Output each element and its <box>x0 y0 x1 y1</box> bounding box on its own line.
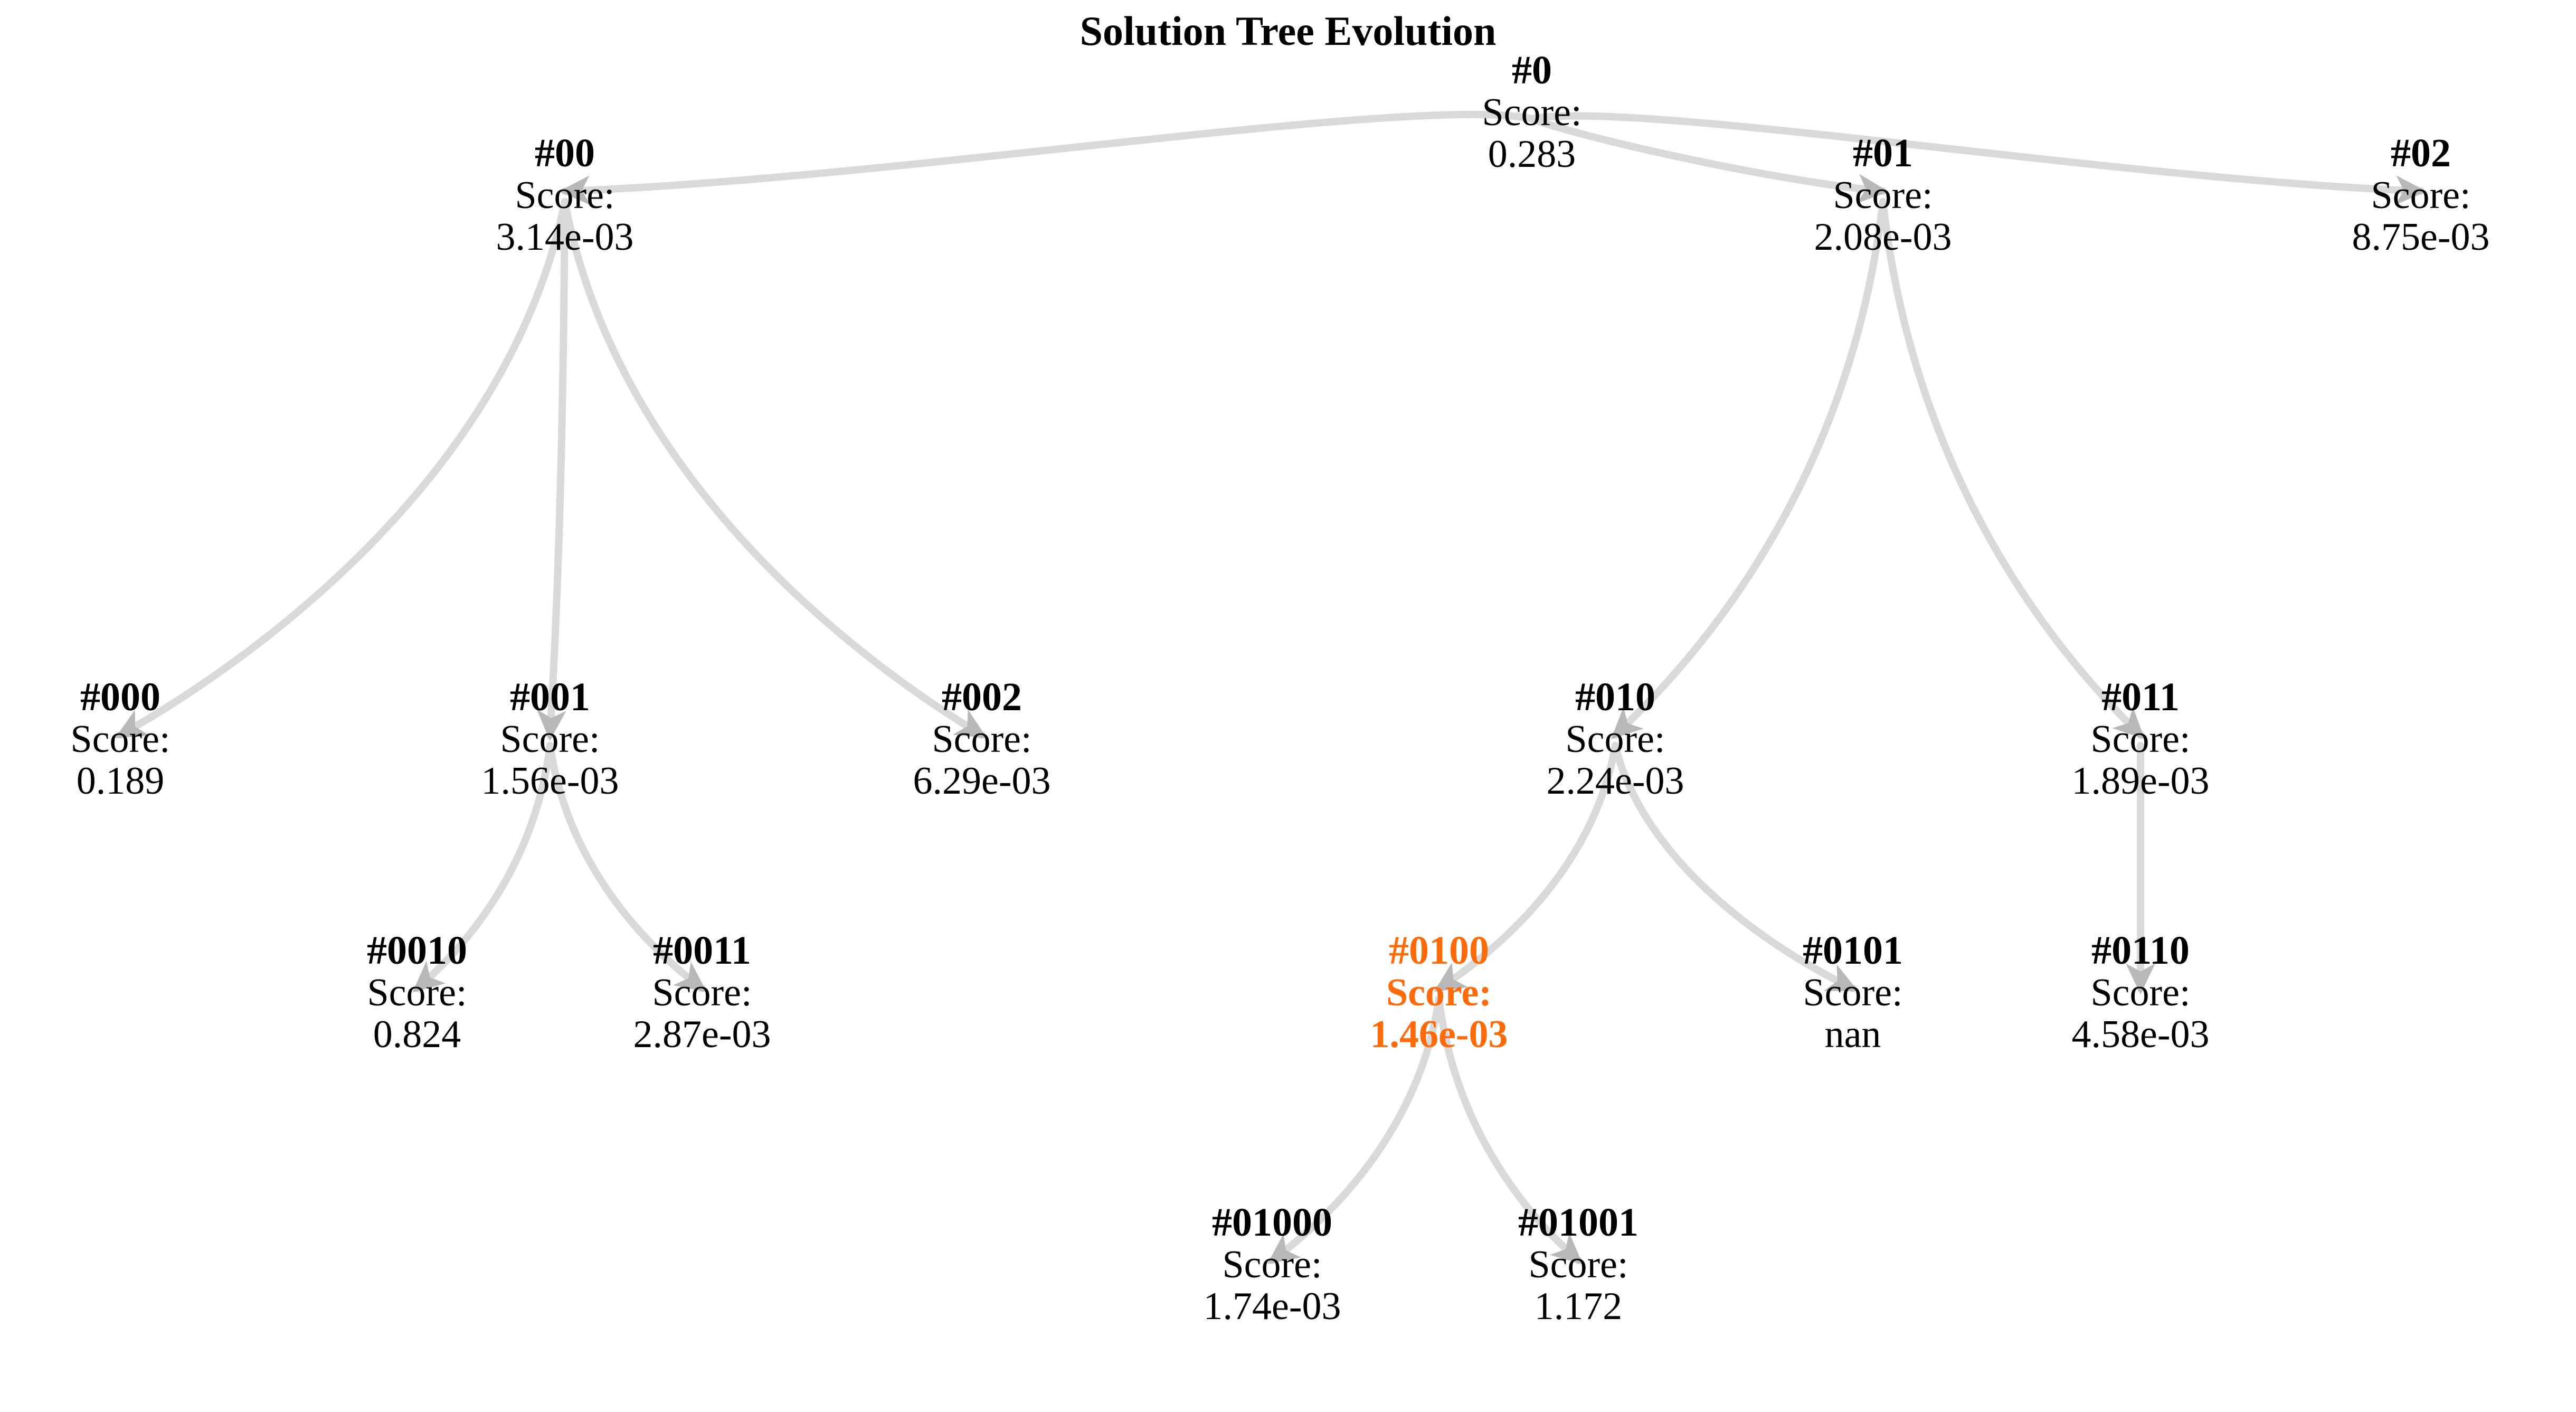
node-score-value: 1.89e-03 <box>2071 759 2210 803</box>
tree-edge <box>536 198 569 741</box>
tree-edge <box>412 742 554 993</box>
tree-edge <box>1879 198 2145 739</box>
node-score-label: Score: <box>1833 174 1933 218</box>
node-score-label: Score: <box>500 718 600 761</box>
node-score-label: Score: <box>1803 971 1903 1015</box>
node-id-label: #02 <box>2391 131 2451 175</box>
node-id-label: #000 <box>80 675 160 719</box>
node-score-value: 0.189 <box>76 759 165 803</box>
node-score-value: 2.87e-03 <box>633 1013 771 1057</box>
node-score-label: Score: <box>2371 174 2471 218</box>
node-score-label: Score: <box>367 971 467 1015</box>
node-score-value: 1.74e-03 <box>1203 1285 1341 1329</box>
node-id-label: #001 <box>510 675 590 719</box>
tree-edge <box>115 198 569 739</box>
node-id-label: #002 <box>942 675 1022 719</box>
tree-edge <box>558 110 1536 205</box>
tree-edge <box>561 198 987 739</box>
tree-edge <box>546 742 707 992</box>
node-id-label: #0011 <box>653 928 751 973</box>
node-id-label: #0010 <box>367 928 467 973</box>
node-id-label: #0 <box>1511 48 1552 92</box>
node-score-value: 1.56e-03 <box>481 759 619 803</box>
node-score-label: Score: <box>70 718 171 761</box>
node-score-value: nan <box>1824 1013 1881 1057</box>
node-score-value: 4.58e-03 <box>2071 1013 2210 1057</box>
node-score-label: Score: <box>1222 1243 1322 1287</box>
tree-edge <box>1267 995 1443 1264</box>
node-id-label: #01001 <box>1518 1200 1639 1245</box>
node-id-label: #0101 <box>1803 928 1903 973</box>
node-id-label: #0110 <box>2091 928 2190 973</box>
node-score-value: 2.08e-03 <box>1814 215 1952 259</box>
tree-edge <box>1435 995 1583 1265</box>
node-id-label: #0100 <box>1389 928 1489 973</box>
node-score-value: 1.46e-03 <box>1370 1013 1508 1057</box>
tree-edge <box>1612 742 1859 992</box>
node-score-label: Score: <box>652 971 752 1015</box>
tree-edge <box>1434 742 1619 992</box>
node-score-value: 3.14e-03 <box>496 215 634 259</box>
node-id-label: #01000 <box>1212 1200 1332 1245</box>
node-score-value: 1.172 <box>1534 1285 1623 1329</box>
node-score-value: 2.24e-03 <box>1546 759 1684 803</box>
tree-edge <box>1528 115 1889 204</box>
node-id-label: #01 <box>1853 131 1913 175</box>
node-score-label: Score: <box>515 174 615 218</box>
tree-edge <box>1528 112 2427 205</box>
node-score-label: Score: <box>1528 1243 1628 1287</box>
node-id-label: #011 <box>2101 675 2180 719</box>
node-score-label: Score: <box>1565 718 1665 761</box>
node-score-value: 6.29e-03 <box>913 759 1051 803</box>
node-score-label: Score: <box>1482 91 1582 135</box>
node-score-label: Score: <box>932 718 1032 761</box>
node-score-label: Score: <box>2090 971 2191 1015</box>
node-id-label: #010 <box>1575 675 1655 719</box>
node-score-value: 0.283 <box>1488 133 1576 176</box>
node-score-label: Score: <box>1386 971 1492 1015</box>
node-score-value: 8.75e-03 <box>2352 215 2490 259</box>
page-title: Solution Tree Evolution <box>1079 8 1497 54</box>
tree-edge <box>1611 198 1887 739</box>
node-id-label: #00 <box>535 131 595 175</box>
node-score-label: Score: <box>2090 718 2191 761</box>
node-score-value: 0.824 <box>373 1013 461 1057</box>
